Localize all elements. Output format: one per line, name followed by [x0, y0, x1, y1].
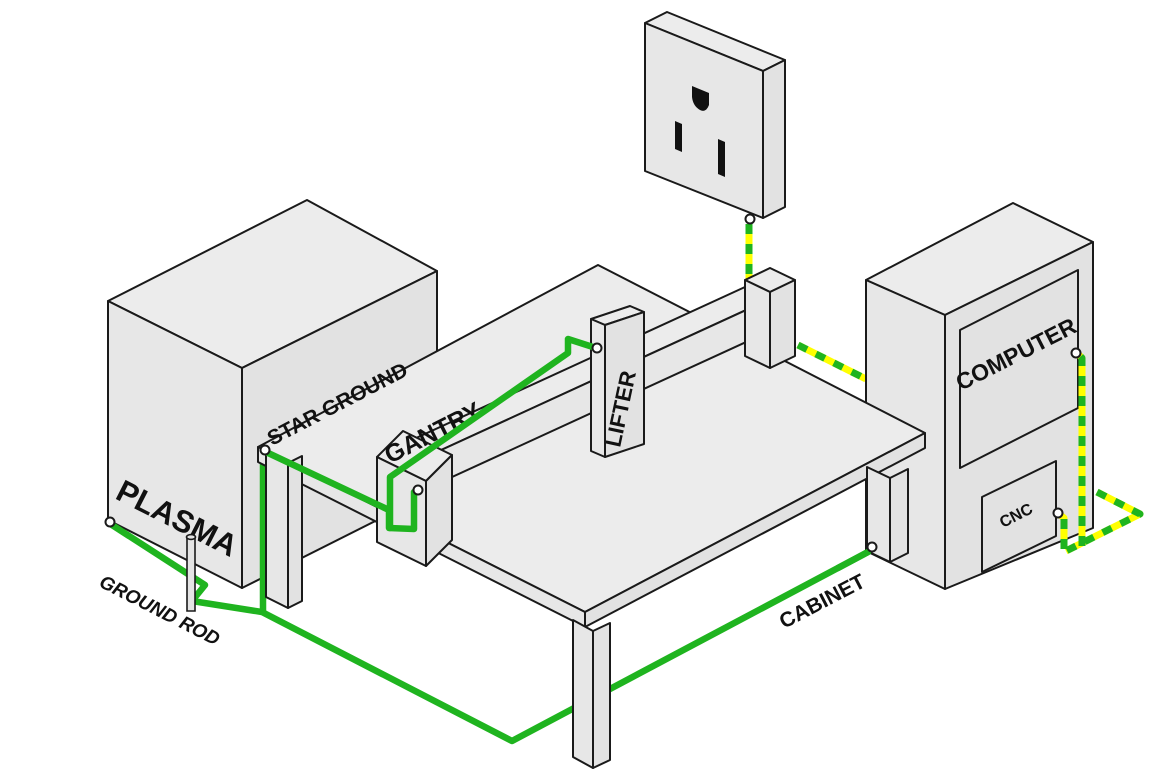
ground-rod-shaft	[186, 536, 196, 612]
gantry-left-block-side	[425, 454, 453, 567]
computer-connector	[1070, 347, 1082, 359]
gantry-right-block-side	[769, 279, 796, 369]
ac-wire-green-stripes	[1074, 350, 1086, 546]
cnc-connector	[1052, 507, 1064, 519]
ac-wire-green-stripes	[796, 341, 868, 383]
computer-panel	[959, 269, 1079, 469]
outlet-front-face	[644, 22, 764, 219]
table-leg-front-side	[592, 622, 611, 769]
ground-rod-cap	[185, 533, 197, 541]
wire-connectors	[104, 213, 1082, 553]
cnc-panel	[981, 460, 1057, 573]
table-leg-right-side	[889, 468, 909, 563]
computer-tower: COMPUTER CNC	[865, 202, 1094, 590]
gantry-connector	[412, 484, 424, 496]
outlet-neutral-slot-icon	[675, 121, 682, 152]
table-leg-front	[572, 619, 594, 769]
table-slab-right-edge	[584, 432, 926, 628]
plasma-front-face	[107, 300, 243, 589]
wall-outlet	[644, 11, 786, 219]
gantry-right-block-front	[744, 279, 771, 369]
outlet-ground-slot-icon	[692, 86, 709, 111]
star-ground-connector	[259, 444, 271, 456]
table-leg-left-side	[287, 455, 303, 609]
ground-wire-gantry-to-lifter	[386, 335, 600, 532]
lifter-front-face	[604, 311, 645, 458]
ac-wire-gantry-to-tower	[796, 341, 868, 383]
lifter-column: LIFTER	[590, 305, 645, 458]
cabinet-connector	[866, 541, 878, 553]
outlet-hot-slot-icon	[718, 139, 725, 177]
ground-wire-cabinet-end	[834, 548, 872, 572]
table-leg-left	[265, 451, 289, 609]
outlet-connector	[744, 213, 756, 225]
outlet-side-face	[762, 59, 786, 219]
ac-wire-green-stripes	[1064, 488, 1144, 555]
plasma-connector	[104, 516, 116, 528]
lifter-connector	[591, 342, 603, 354]
